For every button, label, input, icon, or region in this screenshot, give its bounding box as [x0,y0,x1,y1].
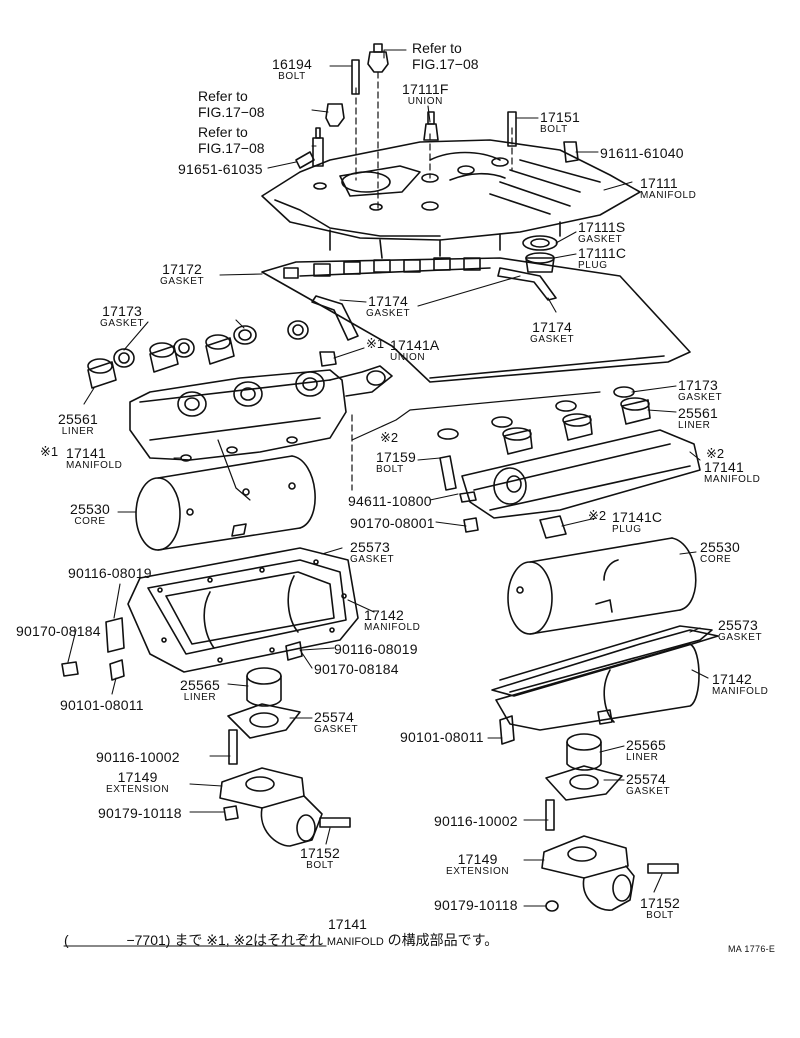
footnote-text-2: の構成部品です。 [387,932,499,948]
right-manifold-17141-drawing [439,429,701,539]
left-liners-drawing [87,320,309,389]
footnote-text-1: まで ※1, ※2はそれぞれ [174,932,324,948]
footnote-part-number: 17141 [328,916,367,932]
label-90101-08011-b: 90101-08011 [400,729,484,745]
label-90116-08019-b: 90116-08019 [334,641,418,657]
gasket-17172-drawing [261,257,691,383]
leader-lines [63,49,709,947]
label-90170-08001: 90170-08001 [350,515,435,531]
footnote: ( −7701) まで ※1, ※2はそれぞれ MANIFOLD の構成部品です… [64,930,498,950]
right-liners-drawing [437,386,651,455]
mark-2-bolt: ※2 [380,430,399,445]
label-90101-08011-a: 90101-08011 [60,697,144,713]
label-91611-61040: 91611-61040 [600,145,684,161]
footnote-part-name: MANIFOLD [326,936,384,948]
left-manifold-17141-drawing [129,351,393,462]
label-90116-10002-b: 90116-10002 [434,813,518,829]
label-94611-10800: 94611-10800 [348,493,432,509]
label-91651-61035: 91651-61035 [178,161,263,177]
assembly-dashed-lines [351,71,513,491]
mark-1-union: ※1 [366,336,385,351]
mark-2-manifold: ※2 [706,446,725,461]
section-boundary-lines [217,391,601,501]
mark-1-manifold: ※1 [40,444,59,459]
left-core-25530-drawing [135,455,316,551]
left-lower-parts-drawing [219,667,351,847]
label-90116-10002-a: 90116-10002 [96,749,180,765]
right-lower-parts-drawing [541,733,679,912]
label-90116-08019-a: 90116-08019 [68,565,152,581]
footnote-range: −7701) [126,932,171,948]
right-manifold-17142-drawing [491,625,719,745]
document-id: MA 1776-E [728,944,776,954]
label-90179-10118-a: 90179-10118 [98,805,182,821]
mark-2-plug: ※2 [588,508,607,523]
right-core-25530-drawing [507,537,697,635]
footnote-open-paren: ( [64,932,69,948]
top-hardware-drawing [295,43,579,273]
label-90170-08184-a: 90170-08184 [16,623,101,639]
label-90179-10118-b: 90179-10118 [434,897,518,913]
label-90170-08184-b: 90170-08184 [314,661,399,677]
left-manifold-17142-drawing [61,547,359,681]
